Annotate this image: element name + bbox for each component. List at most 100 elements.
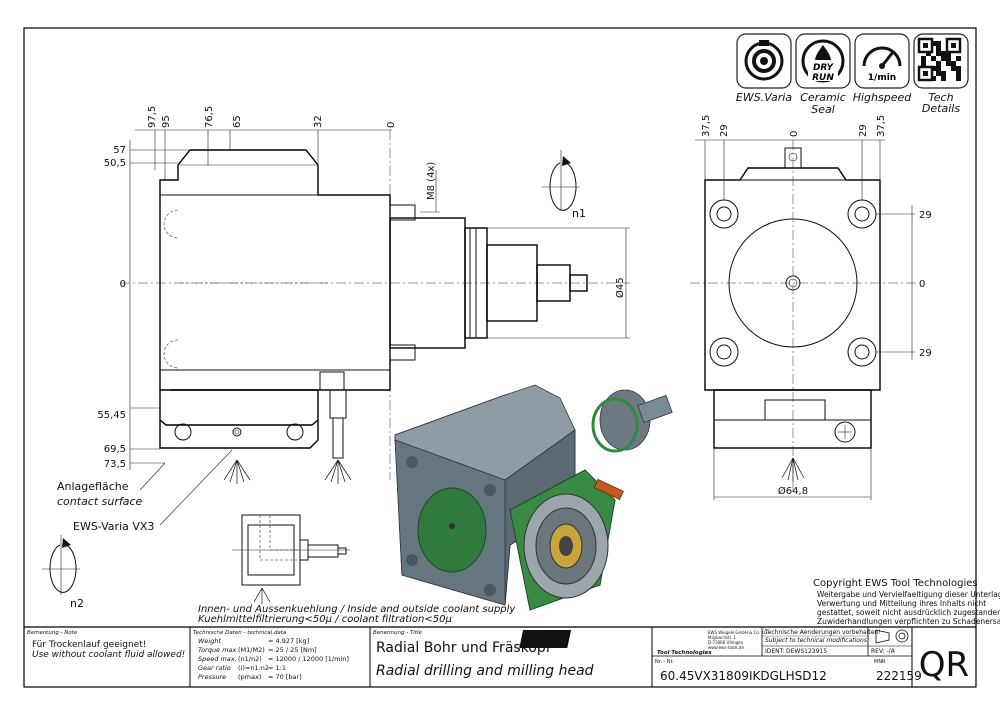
spray-lines xyxy=(223,459,352,484)
svg-text:95: 95 xyxy=(161,115,172,128)
tech-value: = 70 [bar] xyxy=(268,673,302,681)
qr-label: QR xyxy=(919,645,969,685)
svg-text:n1: n1 xyxy=(572,207,586,220)
badge-caption: Tech xyxy=(928,91,953,104)
title-de: Radial Bohr und Fräskopf xyxy=(376,640,552,656)
badge-ceramic-seal[interactable]: DRY RUN Ceramic Seal xyxy=(795,33,851,116)
svg-text:MNR: MNR xyxy=(874,659,886,665)
svg-text:D-73066 Uhingen: D-73066 Uhingen xyxy=(708,640,744,645)
svg-text:57: 57 xyxy=(113,145,126,156)
svg-text:Kuehlmittelfiltrierung<50µ / c: Kuehlmittelfiltrierung<50µ / coolant fil… xyxy=(198,614,452,625)
badge-caption: Highspeed xyxy=(853,91,913,104)
ews-varia-icon xyxy=(744,40,784,81)
badge-caption: Ceramic xyxy=(800,91,846,104)
svg-text:0: 0 xyxy=(120,279,126,290)
tech-key: Weight xyxy=(198,637,221,645)
svg-text:50,5: 50,5 xyxy=(104,158,126,169)
ews-logo: EWS Tool Technologies EWS Weigele GmbH &… xyxy=(519,630,767,656)
svg-text:EWS Weigele GmbH & Co. KG: EWS Weigele GmbH & Co. KG xyxy=(708,630,767,635)
sheet-frame xyxy=(23,27,977,688)
svg-text:DEWS123915: DEWS123915 xyxy=(786,648,827,655)
svg-text:Bemerkung - Note: Bemerkung - Note xyxy=(27,630,78,636)
svg-text:Copyright EWS Tool Technologie: Copyright EWS Tool Technologies xyxy=(813,578,978,589)
svg-text:37,5: 37,5 xyxy=(701,115,712,137)
svg-text:Maybachstr. 1: Maybachstr. 1 xyxy=(708,635,736,640)
svg-text:Use without coolant fluid allo: Use without coolant fluid allowed! xyxy=(32,650,185,660)
ews-varia-label: EWS-Varia VX3 xyxy=(73,520,154,533)
tech-data-rows: Weight= 4.927 [kg]Torque max.(M1/M2)= 25… xyxy=(198,637,349,681)
tech-key: Pressure xyxy=(198,673,226,681)
svg-text:76,5: 76,5 xyxy=(204,106,215,128)
svg-text:gestattet, soweit nicht ausdrü: gestattet, soweit nicht ausdrücklich zug… xyxy=(817,608,1000,617)
feature-badges: EWS.Varia DRY RUN Ceramic Seal 1/min Hig… xyxy=(736,33,969,116)
svg-text:EWS: EWS xyxy=(663,632,698,648)
title-en: Radial drilling and milling head xyxy=(376,663,594,679)
svg-text:29: 29 xyxy=(919,210,932,221)
part-number: 60.45VX31809IKDGLHSD12 xyxy=(660,669,827,683)
svg-text:RUN: RUN xyxy=(812,73,834,83)
svg-text:0: 0 xyxy=(919,279,925,290)
badge-highspeed[interactable]: 1/min Highspeed xyxy=(853,33,913,104)
svg-text:1/min: 1/min xyxy=(868,73,896,83)
svg-text:69,5: 69,5 xyxy=(104,444,126,455)
svg-text:29: 29 xyxy=(719,124,730,137)
svg-text:Verwertung und Mitteilung ihre: Verwertung und Mitteilung ihres Inhalts … xyxy=(817,599,986,608)
badge-ews-varia[interactable]: EWS.Varia xyxy=(736,33,792,104)
side-left-dims: 57 50,5 0 55,45 69,5 73,5 xyxy=(97,140,190,470)
mnr-number: 222159 xyxy=(876,669,922,683)
m8-label: M8 (4x) xyxy=(426,162,437,200)
badge-tech-details[interactable]: Tech Details xyxy=(913,33,969,115)
svg-text:97,5: 97,5 xyxy=(147,106,158,128)
svg-text:REV: -/A: REV: -/A xyxy=(871,648,896,655)
n1-rotation-icon: n1 xyxy=(542,150,586,220)
side-top-dims: 97,5 95 76,5 65 32 0 xyxy=(135,106,397,180)
svg-text:65: 65 xyxy=(232,115,243,128)
svg-text:Weitergabe und Vervielfaeltigu: Weitergabe und Vervielfaeltigung dieser … xyxy=(817,590,1000,599)
n2-rotation-icon: n2 xyxy=(42,535,84,610)
tech-key: Gear ratio xyxy=(198,664,231,672)
tech-unit: (pmax) xyxy=(238,673,261,681)
qr-code-icon xyxy=(917,37,962,82)
svg-text:DRY: DRY xyxy=(813,63,835,73)
svg-text:55,45: 55,45 xyxy=(97,410,126,421)
projection-symbol-icon xyxy=(875,629,909,644)
svg-text:IDENT:: IDENT: xyxy=(765,648,785,655)
isometric-render xyxy=(394,384,673,611)
svg-text:37,5: 37,5 xyxy=(876,115,887,137)
front-view: 37,5 29 0 29 37,5 29 0 29 Ø64,8 xyxy=(690,115,932,500)
contact-surface-label-en: contact surface xyxy=(57,495,143,508)
tech-value: = 12000 / 12000 [1/min] xyxy=(268,655,349,663)
tech-key: Torque max. xyxy=(198,646,238,654)
svg-text:Innen- und Aussenkuehlung / In: Innen- und Aussenkuehlung / Inside and o… xyxy=(198,604,516,615)
svg-text:Nr. - Nr.: Nr. - Nr. xyxy=(655,659,674,665)
tech-key: Speed max. xyxy=(198,655,237,663)
svg-text:29: 29 xyxy=(858,124,869,137)
tech-value: = 25 / 25 [Nm] xyxy=(268,646,317,654)
title-block: Bemerkung - Note Für Trockenlauf geeigne… xyxy=(24,626,976,687)
svg-text:www.ews-tools.de: www.ews-tools.de xyxy=(708,645,744,650)
dry-run-icon: DRY RUN xyxy=(801,39,845,83)
copyright-block: Copyright EWS Tool Technologies Weiterga… xyxy=(813,578,1000,626)
speedometer-icon: 1/min xyxy=(862,46,902,83)
tech-unit: (n1/n2) xyxy=(238,655,262,663)
svg-text:0: 0 xyxy=(386,122,397,128)
badge-caption-2: Seal xyxy=(811,103,835,116)
contact-surface-label: Anlagefläche xyxy=(57,480,129,493)
svg-text:Zuwiderhandlungen verpflichten: Zuwiderhandlungen verpflichten zu Schade… xyxy=(817,617,1000,626)
leader-labels: Anlagefläche contact surface EWS-Varia V… xyxy=(57,449,233,533)
tech-value: = 1:1 xyxy=(268,664,286,672)
tech-unit: (i)=n1:n2 xyxy=(238,664,269,672)
svg-text:Tool Technologies: Tool Technologies xyxy=(657,650,712,656)
svg-text:Benennung - Title: Benennung - Title xyxy=(373,630,423,636)
badge-caption-2: Details xyxy=(922,102,960,115)
tech-value: = 4.927 [kg] xyxy=(268,637,309,645)
d45-label: Ø45 xyxy=(614,277,626,298)
svg-text:Subject to technical modificat: Subject to technical modifications! xyxy=(765,637,869,644)
badge-caption: EWS.Varia xyxy=(736,91,792,104)
svg-text:73,5: 73,5 xyxy=(104,459,126,470)
svg-text:32: 32 xyxy=(313,115,324,128)
svg-text:29: 29 xyxy=(919,348,932,359)
side-view: 97,5 95 76,5 65 32 0 57 50,5 0 55,45 69,… xyxy=(97,106,630,484)
svg-text:Ø64,8: Ø64,8 xyxy=(778,485,808,497)
